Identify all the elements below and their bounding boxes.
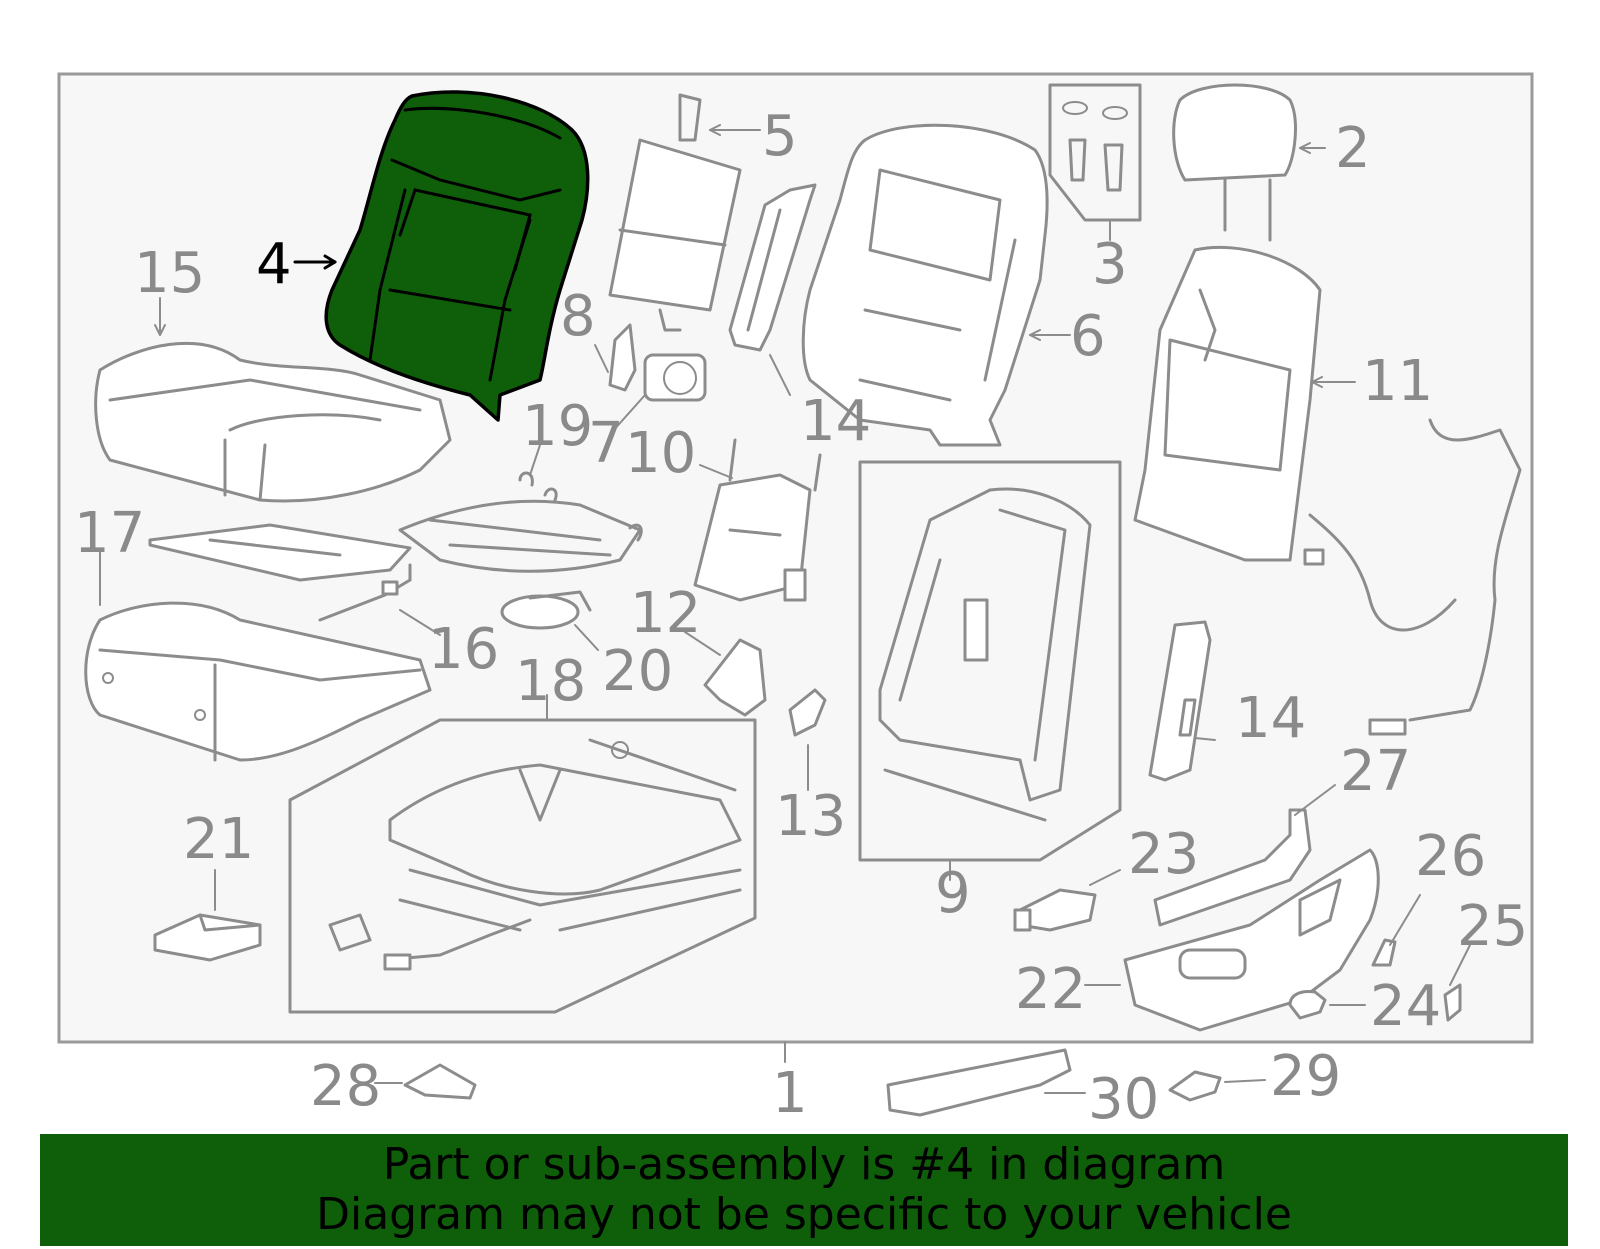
callout-30: 30 — [1088, 1067, 1159, 1132]
callout-14-upper: 14 — [800, 389, 871, 454]
part-19-suspension[interactable] — [398, 471, 643, 573]
part-20-fan[interactable] — [500, 590, 592, 630]
part-22-side-shield[interactable] — [1123, 848, 1380, 1032]
part-3-guides[interactable] — [1048, 83, 1142, 222]
part-15-cushion-cover[interactable] — [94, 341, 452, 503]
callout-5: 5 — [762, 104, 798, 169]
part-18-seat-adjuster[interactable] — [288, 718, 757, 1014]
callout-8: 8 — [560, 284, 596, 349]
part-21-control-module[interactable] — [153, 913, 262, 962]
part-25-knob[interactable] — [1443, 983, 1462, 1022]
callout-2: 2 — [1335, 116, 1371, 181]
part-9-back-frame[interactable] — [858, 460, 1122, 862]
callout-10: 10 — [625, 421, 696, 486]
callout-25: 25 — [1457, 894, 1528, 959]
callout-26: 26 — [1415, 824, 1486, 889]
part-16-sensor[interactable] — [318, 563, 412, 622]
callout-19: 19 — [522, 394, 593, 459]
part-29-cover[interactable] — [1168, 1070, 1222, 1102]
part-26-knob[interactable] — [1371, 938, 1397, 967]
callout-16: 16 — [428, 617, 499, 682]
callout-1: 1 — [772, 1061, 808, 1126]
part-5-back-panel[interactable] — [608, 93, 742, 332]
callout-27: 27 — [1340, 739, 1411, 804]
info-banner: Part or sub-assembly is #4 in diagram Di… — [40, 1134, 1568, 1246]
part-28-cover[interactable] — [403, 1063, 477, 1100]
part-14-side-trim-lower[interactable] — [1148, 620, 1212, 782]
callout-9: 9 — [935, 861, 971, 926]
part-24-knob[interactable] — [1288, 990, 1327, 1020]
callout-23: 23 — [1128, 822, 1199, 887]
part-12-bracket[interactable] — [703, 638, 767, 717]
callout-6: 6 — [1070, 304, 1106, 369]
part-11-back-frame[interactable] — [1133, 245, 1322, 562]
callout-3: 3 — [1092, 232, 1128, 297]
callout-4: 4 — [256, 232, 292, 297]
banner-line-2: Diagram may not be specific to your vehi… — [316, 1189, 1292, 1240]
part-2-headrest[interactable] — [1172, 83, 1297, 242]
callout-12: 12 — [630, 581, 701, 646]
part-8-trim[interactable] — [608, 323, 637, 392]
part-27-trim[interactable] — [1153, 808, 1312, 927]
callout-21: 21 — [183, 807, 254, 872]
callout-15: 15 — [134, 241, 205, 306]
part-4-seat-back-cover[interactable] — [324, 90, 590, 422]
callout-20: 20 — [602, 639, 673, 704]
callout-18: 18 — [515, 649, 586, 714]
callout-13: 13 — [775, 784, 846, 849]
callout-11: 11 — [1362, 349, 1433, 414]
part-7-lumbar[interactable] — [643, 353, 707, 402]
part-6-seat-back-pad[interactable] — [801, 123, 1049, 447]
part-30-cover[interactable] — [886, 1048, 1072, 1117]
part-17-cushion-heater[interactable] — [148, 523, 412, 582]
banner-line-1: Part or sub-assembly is #4 in diagram — [382, 1139, 1226, 1190]
part-10-lumbar-assembly[interactable] — [693, 438, 822, 602]
callout-29: 29 — [1270, 1044, 1341, 1109]
part-14-side-trim-upper[interactable] — [728, 183, 817, 352]
callout-17: 17 — [74, 501, 145, 566]
part-wiring-harness — [1303, 418, 1522, 736]
callout-28: 28 — [310, 1054, 381, 1119]
part-23-switch[interactable] — [1013, 888, 1097, 932]
part-cushion-pad — [84, 601, 432, 762]
leader-lines — [99, 124, 1471, 1094]
callout-24: 24 — [1370, 974, 1441, 1039]
callout-14-lower: 14 — [1235, 686, 1306, 751]
callout-7: 7 — [588, 411, 624, 476]
part-13-bracket[interactable] — [788, 688, 827, 737]
callout-22: 22 — [1015, 957, 1086, 1022]
